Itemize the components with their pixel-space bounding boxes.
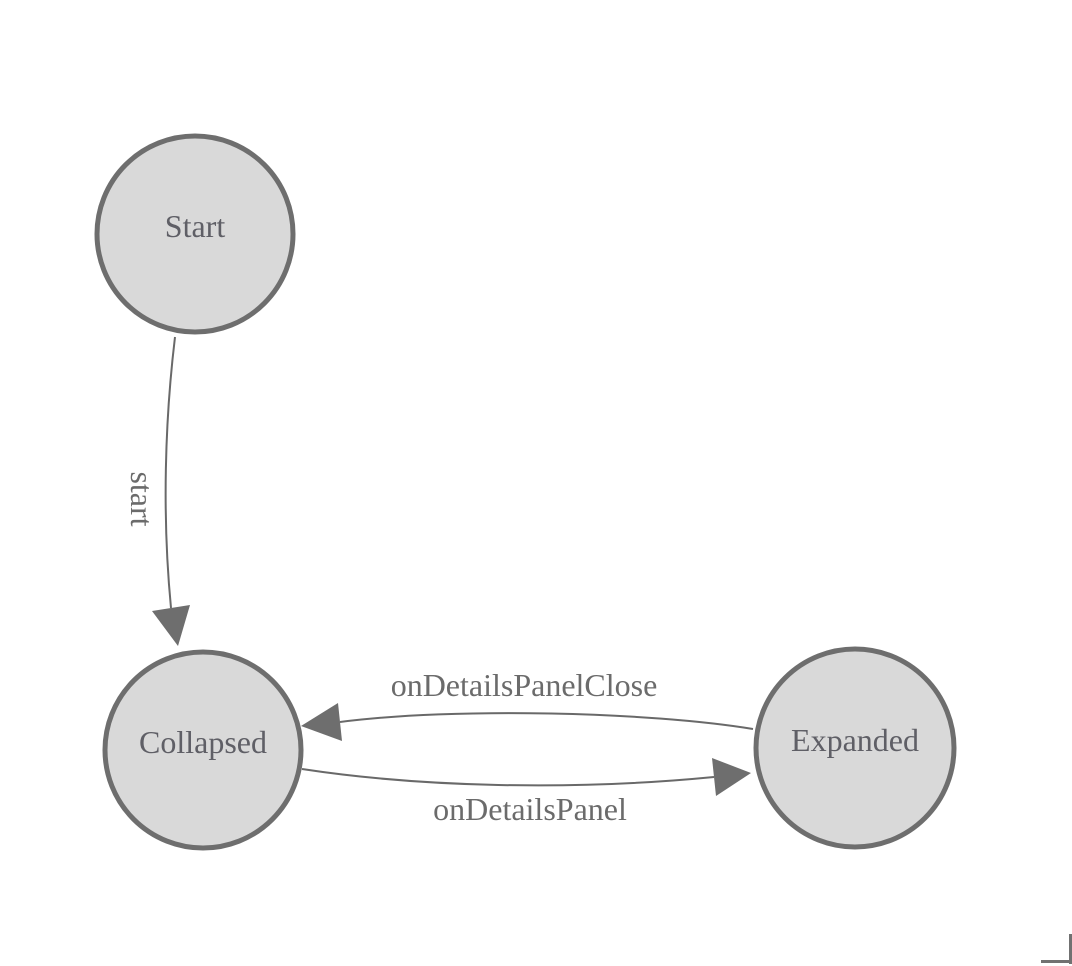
canvas-corner-mark-vertical xyxy=(1069,934,1072,964)
edge-label-on-details-panel[interactable]: onDetailsPanel xyxy=(433,791,627,827)
edge-label-on-details-panel-close[interactable]: onDetailsPanelClose xyxy=(391,667,658,703)
state-node-collapsed[interactable]: Collapsed xyxy=(102,649,304,851)
canvas-corner-mark xyxy=(1041,934,1072,964)
arrowhead-down-icon xyxy=(152,605,190,646)
edge-on-details-panel: onDetailsPanel xyxy=(301,758,751,827)
edge-on-details-panel-line xyxy=(301,768,715,787)
state-node-expanded[interactable]: Expanded xyxy=(753,646,957,850)
canvas-corner-mark-horizontal xyxy=(1041,960,1072,963)
edge-start-line xyxy=(164,336,176,609)
state-node-start[interactable]: Start xyxy=(94,133,296,335)
state-node-start-circle[interactable] xyxy=(94,133,296,335)
state-node-collapsed-circle[interactable] xyxy=(102,649,304,851)
edge-label-start[interactable]: start xyxy=(124,471,160,526)
edge-on-details-panel-close-line xyxy=(339,712,754,730)
state-node-expanded-circle[interactable] xyxy=(753,646,957,850)
edge-on-details-panel-close: onDetailsPanelClose xyxy=(301,667,754,741)
arrowhead-left-icon xyxy=(301,703,342,741)
edge-start: start xyxy=(124,336,190,646)
arrowhead-right-icon xyxy=(712,758,751,796)
